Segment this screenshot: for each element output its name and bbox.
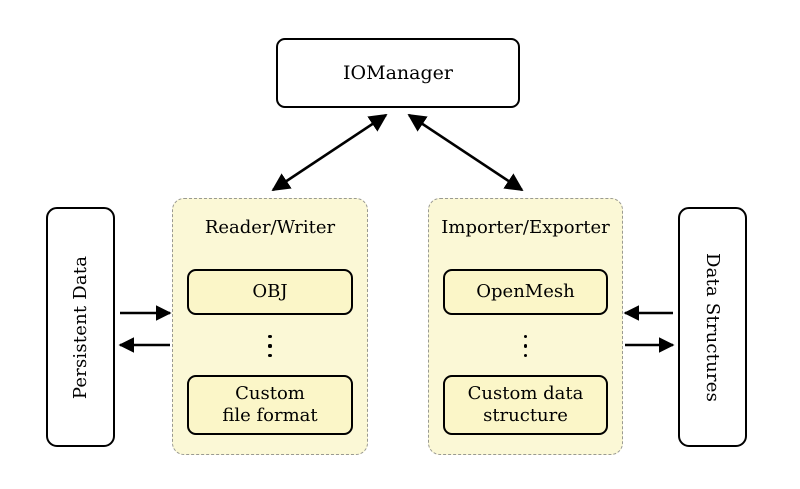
arrow-readerwriter-manager — [271, 113, 388, 192]
node-obj[interactable]: OBJ — [187, 269, 353, 315]
node-custom-data-structure-label: Custom data structure — [468, 383, 584, 426]
ellipsis-dot — [523, 344, 528, 348]
group-importer-exporter-title: Importer/Exporter — [441, 217, 610, 238]
node-custom-file-format-line1: Custom — [235, 383, 305, 405]
ellipsis-dot — [523, 353, 528, 357]
ellipsis-dot — [268, 335, 272, 339]
persistent-data-node[interactable]: Persistent Data — [46, 207, 115, 447]
node-openmesh-label: OpenMesh — [476, 281, 575, 303]
ellipsis-dot — [268, 344, 272, 348]
node-openmesh[interactable]: OpenMesh — [443, 269, 608, 315]
ellipsis-dot — [523, 335, 528, 339]
group-reader-writer-title: Reader/Writer — [204, 217, 336, 238]
ellipsis-dot — [268, 353, 272, 357]
node-custom-file-format-label: Custom file format — [222, 383, 317, 426]
group-reader-writer[interactable]: Reader/Writer OBJ Custom file format — [172, 198, 368, 455]
persistent-data-label: Persistent Data — [70, 255, 92, 399]
group-importer-exporter[interactable]: Importer/Exporter OpenMesh Custom data s… — [428, 198, 623, 455]
arrow-importerexporter-manager — [407, 113, 524, 192]
node-custom-data-structure[interactable]: Custom data structure — [443, 375, 608, 435]
io-manager-label: IOManager — [343, 61, 453, 84]
ellipsis-reader-writer — [173, 325, 367, 367]
node-obj-label: OBJ — [252, 281, 288, 303]
data-structures-node[interactable]: Data Structures — [678, 207, 747, 447]
node-custom-file-format[interactable]: Custom file format — [187, 375, 353, 435]
data-structures-label: Data Structures — [702, 252, 724, 402]
ellipsis-importer-exporter — [429, 325, 622, 367]
io-manager-node[interactable]: IOManager — [276, 38, 520, 108]
node-custom-data-structure-line2: structure — [483, 405, 568, 426]
node-custom-data-structure-line1: Custom data — [467, 383, 584, 405]
node-custom-file-format-line2: file format — [222, 405, 318, 426]
